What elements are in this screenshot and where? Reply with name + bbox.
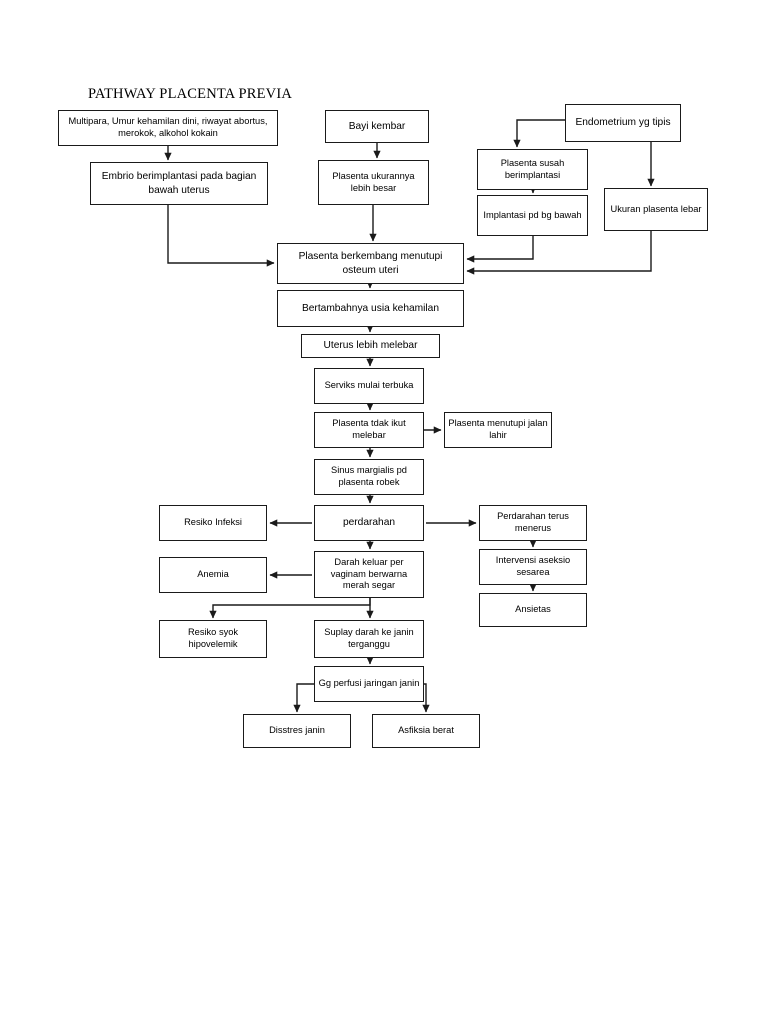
node-label: Ansietas: [515, 604, 551, 615]
node-plasenta-ukuran-besar[interactable]: Plasenta ukurannya lebih besar: [318, 160, 429, 205]
node-endometrium-tipis[interactable]: Endometrium yg tipis: [565, 104, 681, 142]
node-label: Gg perfusi jaringan janin: [318, 678, 420, 689]
node-label: Endometrium yg tipis: [575, 117, 671, 129]
edge-gg-perfusi-to-disstres: [293, 683, 314, 713]
node-uterus-melebar[interactable]: Uterus lebih melebar: [301, 334, 440, 358]
node-disstres-janin[interactable]: Disstres janin: [243, 714, 351, 748]
node-gg-perfusi-jaringan[interactable]: Gg perfusi jaringan janin: [314, 666, 424, 702]
node-label: Plasenta berkembang menutupi osteum uter…: [298, 251, 443, 276]
node-label: Plasenta tdak ikut melebar: [332, 418, 406, 440]
edge-endometrium-to-plasenta-susah: [513, 119, 565, 148]
node-label: Sinus margialis pd plasenta robek: [331, 465, 407, 487]
node-anemia[interactable]: Anemia: [159, 557, 267, 593]
node-ansietas[interactable]: Ansietas: [479, 593, 587, 627]
node-bayi-kembar[interactable]: Bayi kembar: [325, 110, 429, 143]
node-label: Multipara, Umur kehamilan dini, riwayat …: [68, 116, 268, 138]
node-serviks-terbuka[interactable]: Serviks mulai terbuka: [314, 368, 424, 404]
node-label: Bayi kembar: [348, 120, 406, 132]
node-label: Plasenta ukurannya lebih besar: [332, 170, 415, 193]
node-label: Darah keluar per vaginam berwarna merah …: [330, 556, 408, 591]
node-label: Plasenta susah berimplantasi: [500, 157, 565, 180]
node-ukuran-plasenta-lebar[interactable]: Ukuran plasenta lebar: [604, 188, 708, 231]
edge-ukuran-plasenta-to-plasenta-berkembang: [466, 231, 652, 275]
node-label: perdarahan: [342, 517, 396, 529]
node-label: Serviks mulai terbuka: [324, 380, 414, 391]
node-label: Intervensi aseksio sesarea: [495, 555, 571, 577]
node-plasenta-berkembang[interactable]: Plasenta berkembang menutupi osteum uter…: [277, 243, 464, 284]
node-intervensi-seksio[interactable]: Intervensi aseksio sesarea: [479, 549, 587, 585]
node-label: Asfiksia berat: [398, 725, 454, 736]
node-asfiksia-berat[interactable]: Asfiksia berat: [372, 714, 480, 748]
node-label: Suplay darah ke janin terganggu: [324, 627, 414, 649]
node-suplay-darah-janin[interactable]: Suplay darah ke janin terganggu: [314, 620, 424, 658]
node-label: Embrio berimplantasi pada bagian bawah u…: [101, 171, 257, 196]
node-plasenta-susah[interactable]: Plasenta susah berimplantasi: [477, 149, 588, 190]
edge-embrio-to-plasenta-berkembang: [167, 205, 275, 267]
node-implantasi-bawah[interactable]: Implantasi pd bg bawah: [477, 195, 588, 236]
node-plasenta-menutupi-jalan[interactable]: Plasenta menutupi jalan lahir: [444, 412, 552, 448]
node-resiko-syok-hipovolemik[interactable]: Resiko syok hipovelemik: [159, 620, 267, 658]
node-resiko-infeksi[interactable]: Resiko Infeksi: [159, 505, 267, 541]
node-darah-keluar-vaginam[interactable]: Darah keluar per vaginam berwarna merah …: [314, 551, 424, 598]
node-label: Resiko syok hipovelemik: [187, 627, 239, 649]
node-label: Ukuran plasenta lebar: [610, 203, 702, 214]
edge-darah-keluar-to-resiko-syok: [209, 598, 371, 619]
node-bertambahnya-usia[interactable]: Bertambahnya usia kehamilan: [277, 290, 464, 327]
node-label: Disstres janin: [269, 725, 325, 736]
node-sinus-margialis-robek[interactable]: Sinus margialis pd plasenta robek: [314, 459, 424, 495]
node-label: Uterus lebih melebar: [323, 340, 418, 352]
node-embrio-berimplantasi[interactable]: Embrio berimplantasi pada bagian bawah u…: [90, 162, 268, 205]
node-label: Perdarahan terus menerus: [497, 511, 569, 533]
node-label: Implantasi pd bg bawah: [483, 209, 582, 220]
edge-gg-perfusi-to-asfiksia: [422, 683, 430, 713]
node-label: Bertambahnya usia kehamilan: [301, 302, 440, 314]
node-plasenta-tdak-melebar[interactable]: Plasenta tdak ikut melebar: [314, 412, 424, 448]
node-faktor-risiko[interactable]: Multipara, Umur kehamilan dini, riwayat …: [58, 110, 278, 146]
node-perdarahan[interactable]: perdarahan: [314, 505, 424, 541]
node-perdarahan-terus-menerus[interactable]: Perdarahan terus menerus: [479, 505, 587, 541]
node-label: Plasenta menutupi jalan lahir: [448, 418, 548, 440]
node-label: Anemia: [197, 569, 229, 580]
page-title: PATHWAY PLACENTA PREVIA: [88, 86, 293, 102]
node-label: Resiko Infeksi: [184, 517, 242, 528]
edge-implantasi-to-plasenta-berkembang: [466, 236, 534, 263]
